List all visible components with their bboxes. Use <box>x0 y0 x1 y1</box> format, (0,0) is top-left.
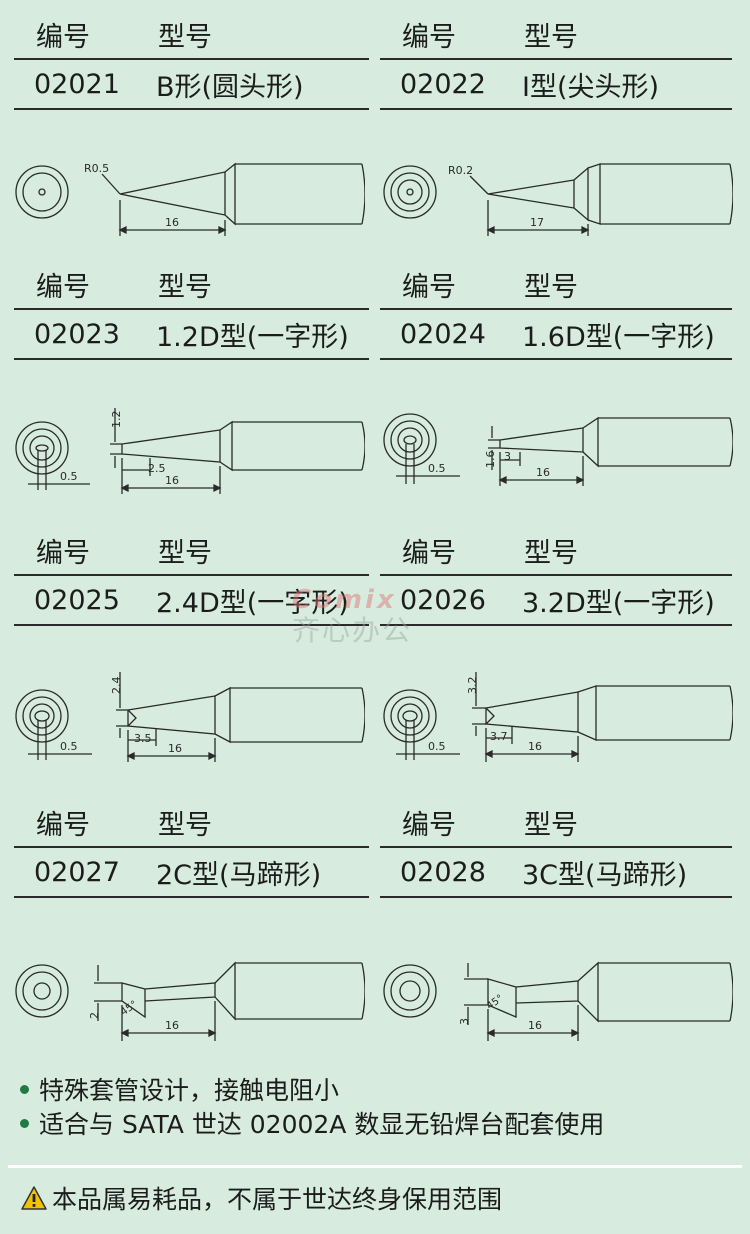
header-code: 编号 <box>402 22 456 53</box>
dim-label: 2.4 <box>110 677 123 695</box>
dim-label: 0.5 <box>60 470 78 483</box>
header-code: 编号 <box>402 810 456 841</box>
dim-label: 2.5 <box>148 462 166 475</box>
header-model: 型号 <box>524 810 578 841</box>
dim-label: 3.7 <box>490 730 508 743</box>
tip-model: I型(尖头形) <box>522 71 660 103</box>
note-item: 适合与 SATA 世达 02002A 数显无铅焊台配套使用 <box>0 1106 750 1140</box>
dim-label: R0.2 <box>448 164 473 177</box>
dim-label: 16 <box>165 216 179 229</box>
tip-02023: 编号 型号 02023 1.2D型(一字形) <box>14 258 369 360</box>
tip-02025: 编号 型号 02025 2.4D型(一字形) <box>14 524 369 626</box>
tip-drawing-02025: 0.5 2.4 3.5 16 <box>10 668 366 768</box>
tip-drawing-02027: 2 45° 16 <box>10 945 366 1045</box>
header-model: 型号 <box>524 538 578 569</box>
note-text: 适合与 SATA 世达 02002A 数显无铅焊台配套使用 <box>39 1110 605 1139</box>
header-code: 编号 <box>36 810 90 841</box>
tip-code: 02024 <box>400 318 486 350</box>
note-text: 特殊套管设计，接触电阻小 <box>39 1076 340 1105</box>
tip-drawing-02028: 3 45° 16 <box>378 945 734 1045</box>
dim-label: 3 <box>458 1018 471 1025</box>
tip-drawing-02024: 0.5 1.6 3 16 <box>378 400 734 500</box>
dim-label: 16 <box>528 1019 542 1032</box>
header-model: 型号 <box>158 22 212 53</box>
tip-drawing-02021: R0.5 16 <box>10 150 366 250</box>
header-code: 编号 <box>36 22 90 53</box>
tip-02028: 编号 型号 02028 3C型(马蹄形) <box>380 796 732 898</box>
dim-label: 3.2 <box>466 677 479 695</box>
dim-label: 3 <box>504 450 511 463</box>
tip-drawing-02023: 0.5 1.2 2.5 16 <box>10 400 366 500</box>
tip-drawing-02026: 0.5 3.2 3.7 16 <box>378 668 734 768</box>
tip-drawing-02022: R0.2 17 <box>378 150 734 250</box>
tip-model: 2C型(马蹄形) <box>156 859 322 891</box>
note-item: 特殊套管设计，接触电阻小 <box>0 1072 750 1106</box>
dim-label: 1.2 <box>110 411 123 429</box>
header-code: 编号 <box>402 538 456 569</box>
dim-label: 0.5 <box>428 462 446 475</box>
dim-label: 1.6 <box>484 451 497 469</box>
header-model: 型号 <box>524 272 578 303</box>
tip-model: 1.2D型(一字形) <box>156 321 349 353</box>
dim-label: 0.5 <box>428 740 446 753</box>
tip-code: 02023 <box>34 318 120 350</box>
header-model: 型号 <box>158 810 212 841</box>
tip-02021: 编号 型号 02021 B形(圆头形) <box>14 8 369 110</box>
header-code: 编号 <box>36 272 90 303</box>
tip-02026: 编号 型号 02026 3.2D型(一字形) <box>380 524 732 626</box>
warning-icon <box>21 1186 47 1210</box>
warning-text: 本品属易耗品，不属于世达终身保用范围 <box>52 1185 503 1214</box>
header-model: 型号 <box>524 22 578 53</box>
header-model: 型号 <box>158 272 212 303</box>
tip-code: 02027 <box>34 856 120 888</box>
tip-code: 02022 <box>400 68 486 100</box>
divider <box>8 1165 742 1168</box>
warning-notice: 本品属易耗品，不属于世达终身保用范围 <box>20 1180 502 1216</box>
dim-label: 0.5 <box>60 740 78 753</box>
header-model: 型号 <box>158 538 212 569</box>
tip-code: 02026 <box>400 584 486 616</box>
tip-02022: 编号 型号 02022 I型(尖头形) <box>380 8 732 110</box>
dim-label: 16 <box>536 466 550 479</box>
header-code: 编号 <box>402 272 456 303</box>
dim-label: 16 <box>165 1019 179 1032</box>
dim-label: 17 <box>530 216 544 229</box>
dim-label: 16 <box>165 474 179 487</box>
dim-label: 16 <box>168 742 182 755</box>
feature-notes: 特殊套管设计，接触电阻小 适合与 SATA 世达 02002A 数显无铅焊台配套… <box>0 1072 750 1140</box>
tip-model: 3.2D型(一字形) <box>522 587 715 619</box>
dim-label: 16 <box>528 740 542 753</box>
header-code: 编号 <box>36 538 90 569</box>
tip-code: 02028 <box>400 856 486 888</box>
dim-label: R0.5 <box>84 162 109 175</box>
dim-label: 3.5 <box>134 732 152 745</box>
bullet-icon <box>20 1084 29 1094</box>
tip-model: 2.4D型(一字形) <box>156 587 349 619</box>
tip-model: 3C型(马蹄形) <box>522 859 688 891</box>
tip-code: 02025 <box>34 584 120 616</box>
tip-02024: 编号 型号 02024 1.6D型(一字形) <box>380 258 732 360</box>
tip-model: B形(圆头形) <box>156 71 304 103</box>
tip-code: 02021 <box>34 68 120 100</box>
bullet-icon <box>20 1118 29 1128</box>
tip-model: 1.6D型(一字形) <box>522 321 715 353</box>
tip-02027: 编号 型号 02027 2C型(马蹄形) <box>14 796 369 898</box>
dim-label: 2 <box>88 1012 101 1019</box>
